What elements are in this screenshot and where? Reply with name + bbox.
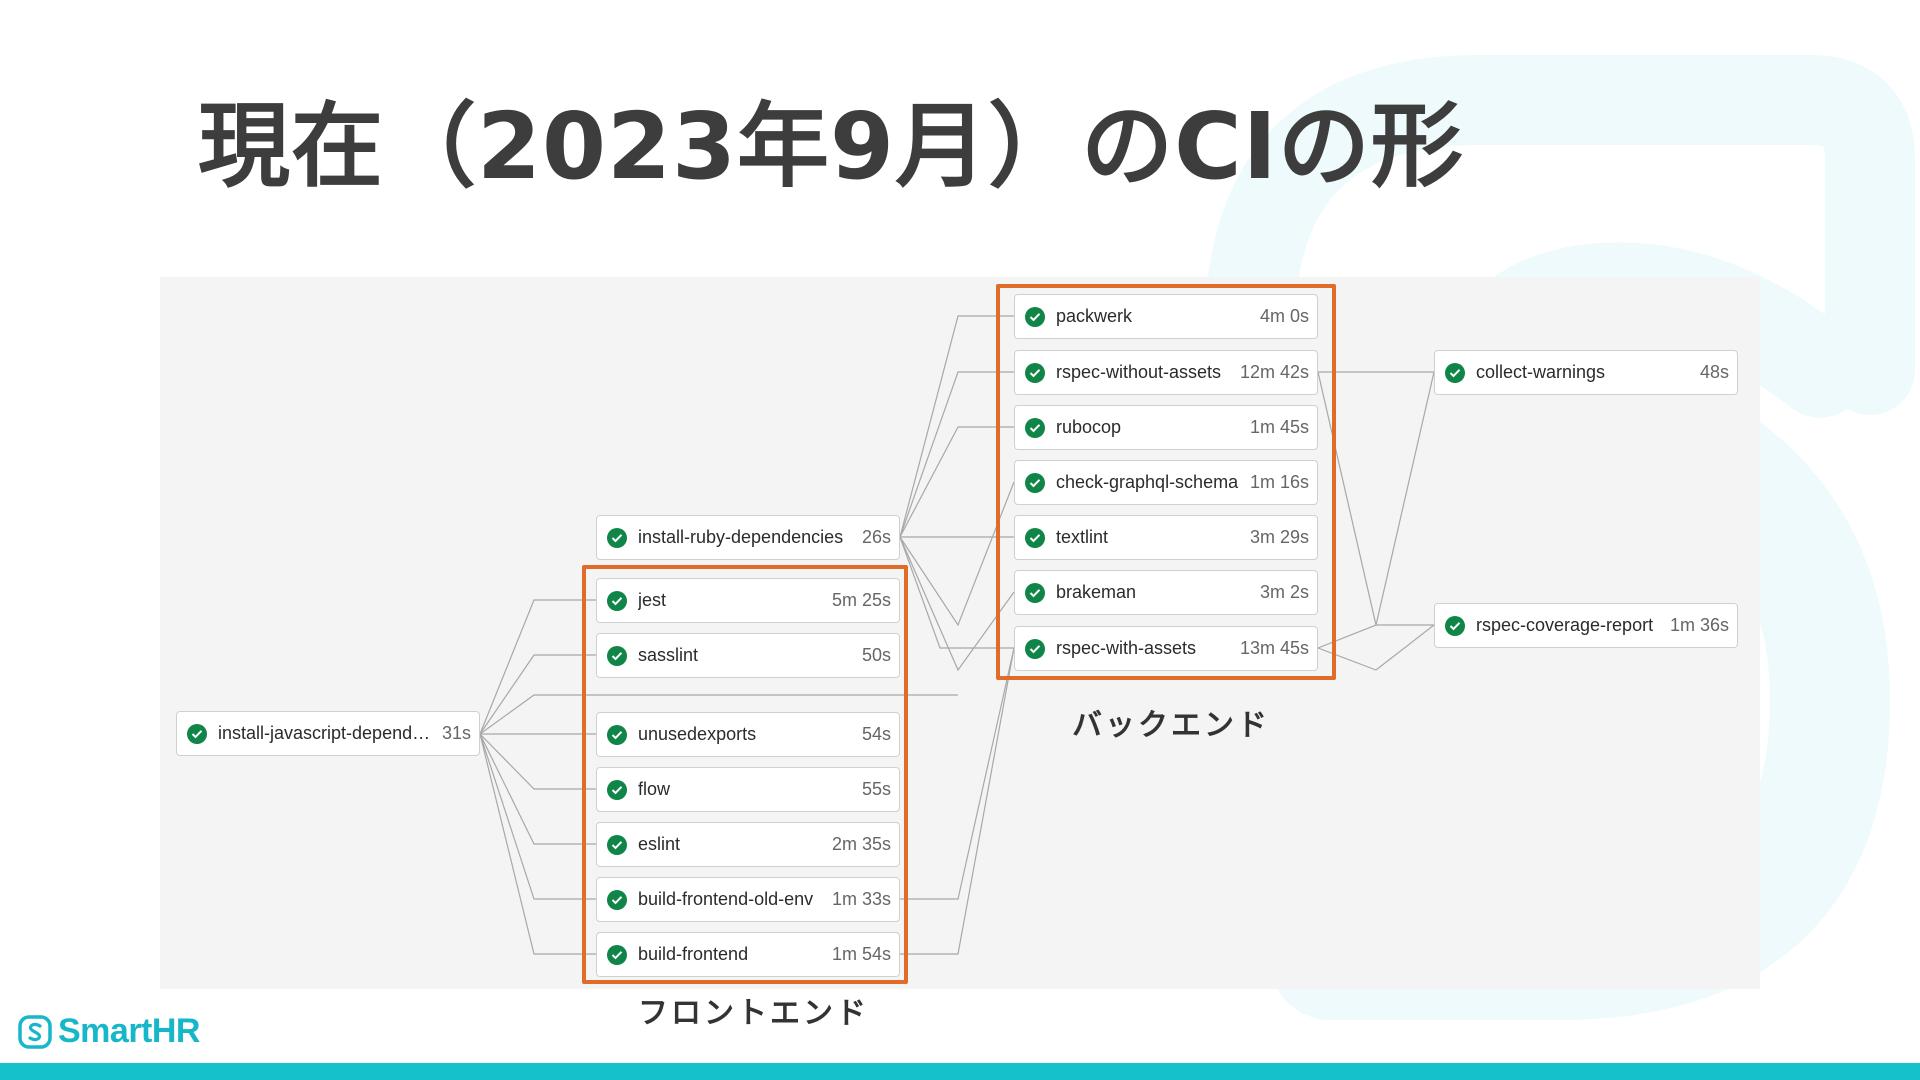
backend-group-box	[996, 284, 1336, 680]
check-circle-icon	[1025, 417, 1045, 438]
check-circle-icon	[1025, 306, 1045, 327]
smarthr-logo: SmartHR	[18, 1012, 200, 1051]
job-name: install-ruby-dependencies	[638, 527, 844, 547]
job-name: install-javascript-depende…	[218, 723, 436, 743]
job-build-frontend-old-env[interactable]: build-frontend-old-env 1m 33s	[596, 877, 900, 922]
job-duration: 1m 33s	[831, 889, 891, 909]
check-circle-icon	[1025, 527, 1045, 548]
job-name: unusedexports	[638, 724, 757, 744]
job-name: rspec-with-assets	[1056, 638, 1197, 658]
check-circle-icon	[607, 834, 627, 855]
frontend-group-box	[582, 565, 908, 984]
job-textlint[interactable]: textlint 3m 29s	[1014, 515, 1318, 560]
job-duration: 48s	[1699, 362, 1729, 382]
job-name: textlint	[1056, 527, 1109, 547]
job-duration: 1m 16s	[1249, 472, 1309, 492]
job-packwerk[interactable]: packwerk 4m 0s	[1014, 294, 1318, 339]
job-name: packwerk	[1056, 306, 1133, 326]
job-name: build-frontend	[638, 944, 749, 964]
check-circle-icon	[607, 724, 627, 745]
job-duration: 55s	[861, 779, 891, 799]
backend-group-label: バックエンド	[1072, 708, 1270, 743]
job-build-frontend[interactable]: build-frontend 1m 54s	[596, 932, 900, 977]
job-name: sasslint	[638, 645, 699, 665]
check-circle-icon	[607, 645, 627, 666]
page-title: 現在（2023年9月）のCIの形	[198, 93, 1464, 200]
check-circle-icon	[187, 723, 207, 744]
job-name: rubocop	[1056, 417, 1122, 437]
check-circle-icon	[607, 527, 627, 548]
job-eslint[interactable]: eslint 2m 35s	[596, 822, 900, 867]
job-unusedexports[interactable]: unusedexports 54s	[596, 712, 900, 757]
check-circle-icon	[1025, 638, 1045, 659]
job-install-ruby-dependencies[interactable]: install-ruby-dependencies 26s	[596, 515, 900, 560]
check-circle-icon	[1445, 362, 1465, 383]
job-rspec-without-assets[interactable]: rspec-without-assets 12m 42s	[1014, 350, 1318, 395]
job-name: collect-warnings	[1476, 362, 1606, 382]
job-flow[interactable]: flow 55s	[596, 767, 900, 812]
job-duration: 50s	[861, 645, 891, 665]
job-collect-warnings[interactable]: collect-warnings 48s	[1434, 350, 1738, 395]
job-rspec-coverage-report[interactable]: rspec-coverage-report 1m 36s	[1434, 603, 1738, 648]
job-duration: 12m 42s	[1239, 362, 1309, 382]
bottom-accent-bar	[0, 1063, 1920, 1080]
job-name: brakeman	[1056, 582, 1137, 602]
job-duration: 2m 35s	[831, 834, 891, 854]
job-install-javascript-dependencies[interactable]: install-javascript-depende… 31s	[176, 711, 480, 756]
check-circle-icon	[607, 779, 627, 800]
job-name: check-graphql-schema	[1056, 472, 1239, 492]
job-check-graphql-schema[interactable]: check-graphql-schema 1m 16s	[1014, 460, 1318, 505]
check-circle-icon	[607, 590, 627, 611]
smarthr-logo-icon	[18, 1014, 52, 1049]
job-rubocop[interactable]: rubocop 1m 45s	[1014, 405, 1318, 450]
job-duration: 4m 0s	[1259, 306, 1309, 326]
check-circle-icon	[1445, 615, 1465, 636]
job-duration: 1m 45s	[1249, 417, 1309, 437]
job-name: flow	[638, 779, 671, 799]
job-duration: 54s	[861, 724, 891, 744]
job-name: jest	[638, 590, 667, 610]
brand-name: SmartHR	[58, 1012, 200, 1050]
job-name: build-frontend-old-env	[638, 889, 814, 909]
job-duration: 13m 45s	[1239, 638, 1309, 658]
job-duration: 3m 29s	[1249, 527, 1309, 547]
check-circle-icon	[1025, 582, 1045, 603]
check-circle-icon	[1025, 472, 1045, 493]
job-duration: 31s	[441, 723, 471, 743]
check-circle-icon	[607, 944, 627, 965]
job-rspec-with-assets[interactable]: rspec-with-assets 13m 45s	[1014, 626, 1318, 671]
check-circle-icon	[1025, 362, 1045, 383]
job-name: rspec-without-assets	[1056, 362, 1222, 382]
job-brakeman[interactable]: brakeman 3m 2s	[1014, 570, 1318, 615]
job-duration: 1m 36s	[1669, 615, 1729, 635]
job-duration: 5m 25s	[831, 590, 891, 610]
check-circle-icon	[607, 889, 627, 910]
job-name: rspec-coverage-report	[1476, 615, 1654, 635]
job-duration: 3m 2s	[1259, 582, 1309, 602]
job-jest[interactable]: jest 5m 25s	[596, 578, 900, 623]
job-duration: 1m 54s	[831, 944, 891, 964]
job-name: eslint	[638, 834, 681, 854]
job-duration: 26s	[861, 527, 891, 547]
job-sasslint[interactable]: sasslint 50s	[596, 633, 900, 678]
frontend-group-label: フロントエンド	[638, 996, 869, 1031]
